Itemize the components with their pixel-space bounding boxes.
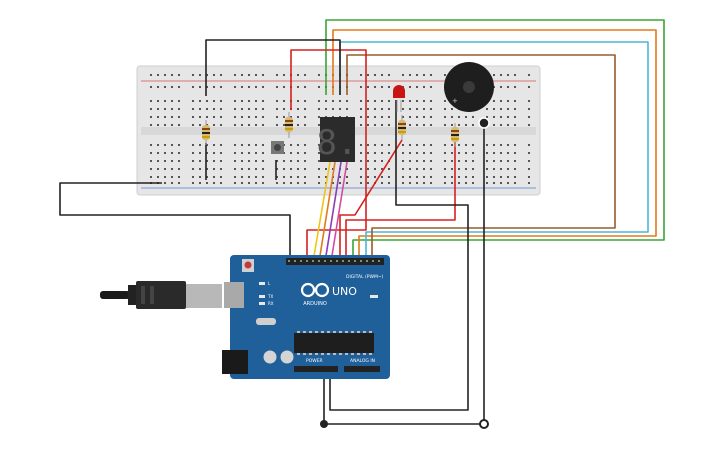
- wire-black-top: [205, 39, 341, 96]
- wire-red-button: [290, 49, 367, 262]
- wire-pink: [330, 161, 348, 263]
- resistor-3: [398, 115, 406, 140]
- wire-black-led: [329, 100, 469, 411]
- led: [393, 85, 405, 112]
- arduino-uno-board: ARDUINO UNO DIGITAL (PWM~) TX RX L POWER…: [222, 255, 390, 379]
- resistor-1: [202, 120, 210, 145]
- wire-purple: [324, 161, 342, 263]
- junction-dot-buzzer: [478, 117, 490, 129]
- resistor-2: [285, 112, 293, 138]
- label-l: L: [268, 281, 271, 286]
- junction-dot-right: [479, 419, 489, 429]
- usb-cable: [100, 281, 222, 309]
- digital-header-pins: [288, 260, 380, 262]
- label-digital: DIGITAL (PWM~): [346, 274, 384, 280]
- wire-red-resistor: [345, 140, 456, 262]
- junction-dot-left: [320, 420, 328, 428]
- svg-text:+: +: [452, 97, 458, 105]
- wire-brown: [346, 54, 616, 262]
- wire-orange: [332, 29, 657, 262]
- arduino-logo: ARDUINO: [300, 282, 330, 307]
- label-power: POWER: [306, 358, 323, 364]
- label-rx: RX: [268, 301, 274, 306]
- wire-black-gnd-left: [59, 182, 291, 262]
- label-tx: TX: [267, 294, 273, 299]
- chip-pins: [297, 331, 372, 355]
- arduino-model: UNO: [332, 285, 357, 298]
- push-button: [271, 141, 284, 154]
- piezo-buzzer: +: [444, 62, 494, 112]
- wire-green: [325, 19, 665, 262]
- wire-black-gnd-right: [323, 123, 485, 425]
- wire-red-led: [339, 139, 403, 262]
- display-digit: 8.: [317, 123, 358, 163]
- wire-yellow: [312, 161, 331, 263]
- wire-orange-seg: [318, 161, 336, 263]
- arduino-logo-text: ARDUINO: [303, 301, 327, 307]
- label-analog: ANALOG IN: [350, 358, 375, 364]
- wires: [59, 19, 665, 425]
- seven-segment-display: 8.: [317, 117, 358, 163]
- resistor-4: [451, 123, 459, 147]
